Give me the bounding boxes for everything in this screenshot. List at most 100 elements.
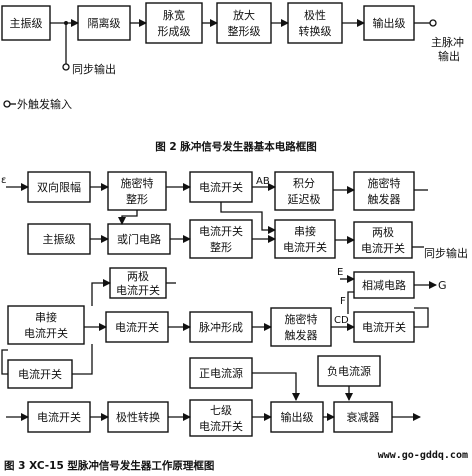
svg-text:极性: 极性 (304, 8, 326, 22)
fig3-output-block: 输出级 (270, 401, 324, 433)
fig3-schmitt-shape-block: 施密特 整形 (107, 171, 167, 211)
svg-text:施密特: 施密特 (368, 176, 401, 190)
fig3-label-cd: CD (334, 315, 349, 326)
svg-text:隔离级: 隔离级 (88, 16, 121, 30)
svg-text:脉宽: 脉宽 (163, 8, 185, 22)
fig3-wire-schmitt-to-or (118, 210, 138, 225)
fig3-label-f: F (340, 296, 346, 307)
fig2-sync-node (64, 21, 68, 25)
fig3-current-switch-left-small-block: 电流开关 (7, 359, 73, 389)
svg-text:施密特: 施密特 (121, 176, 154, 190)
fig2-isolation-block: 隔离级 (77, 5, 131, 41)
fig2-caption: 图 2 脉冲信号发生器基本电路框图 (155, 140, 317, 153)
svg-text:输出级: 输出级 (281, 410, 314, 424)
svg-text:积分: 积分 (293, 177, 315, 190)
fig3-wire-left-small-loop (1, 349, 8, 375)
fig3-attenuator-block: 衰减器 (333, 401, 393, 433)
svg-text:相减电路: 相减电路 (362, 279, 406, 292)
fig3-bidir-limit-block: 双向限幅 (27, 171, 91, 203)
fig3-current-switch-1-block: 电流开关 (189, 171, 253, 203)
fig3-wire-pos-to-output (252, 372, 300, 401)
fig3-wire-f (347, 291, 354, 314)
fig2-main-osc-block: 主振级 (1, 5, 51, 41)
svg-text:电流开关: 电流开关 (361, 241, 405, 255)
fig2-ext-trigger-terminal (3, 100, 11, 108)
svg-text:放大: 放大 (233, 8, 255, 22)
fig3-label-g: G (438, 279, 447, 292)
fig3-or-gate-block: 或门电路 (107, 223, 171, 255)
fig2-main-out-terminal (429, 19, 437, 27)
svg-text:整形级: 整形级 (228, 24, 261, 38)
fig2-amplify-block: 放大 整形级 (216, 2, 272, 44)
svg-text:极性转换: 极性转换 (116, 410, 160, 424)
fig3-caption: 图 3 XC-15 型脉冲信号发生器工作原理框图 (4, 459, 214, 472)
svg-text:转换级: 转换级 (299, 24, 332, 38)
svg-text:输出级: 输出级 (373, 16, 406, 30)
svg-text:串接: 串接 (35, 311, 57, 324)
fig2-main-pulse-out-label-2: 输出 (438, 49, 460, 63)
fig3-label-e: E (337, 267, 343, 278)
fig2-output-block: 输出级 (363, 5, 415, 41)
svg-text:电流开关: 电流开关 (24, 326, 68, 340)
fig3-polarity-block: 极性转换 (107, 401, 169, 433)
svg-text:延迟极: 延迟极 (288, 192, 321, 206)
fig3-wire-cs1-to-series (220, 202, 276, 234)
fig3-series-left-block: 串接 电流开关 (7, 305, 85, 345)
svg-text:电流开关: 电流开关 (37, 410, 81, 424)
svg-text:电流开关: 电流开关 (362, 320, 406, 334)
svg-text:负电流源: 负电流源 (327, 364, 371, 378)
fig3-two-pole-top-block: 两极 电流开关 (109, 267, 167, 299)
fig3-integral-delay-block: 积分 延迟极 (274, 171, 334, 211)
fig3-group: ε 双向限幅 施密特 整形 电流开关 积分 延迟极 施密特 触发器 AB (1, 171, 468, 472)
fig3-current-switch-bottom-block: 电流开关 (27, 401, 91, 433)
svg-text:串接: 串接 (294, 225, 316, 238)
svg-text:形成级: 形成级 (158, 25, 191, 38)
fig3-pulse-form-block: 脉冲形成 (189, 311, 253, 343)
fig3-main-osc-block: 主振级 (27, 223, 91, 255)
fig2-sync-out-label: 同步输出 (72, 62, 116, 76)
fig2-group: 主振级 隔离级 脉宽 形成级 放大 整形级 极性 转换级 输出级 (1, 2, 464, 153)
fig3-wire-left-small-up (72, 344, 93, 375)
svg-text:或门电路: 或门电路 (117, 232, 161, 246)
svg-text:电流开关: 电流开关 (199, 419, 243, 433)
fig2-pulse-width-block: 脉宽 形成级 (145, 2, 203, 44)
fig3-current-switch-mid-block: 电流开关 (105, 311, 169, 343)
svg-text:电流开关: 电流开关 (283, 240, 327, 254)
fig3-current-switch-shape-block: 电流开关 整形 (189, 219, 253, 259)
svg-text:两极: 两极 (372, 225, 394, 239)
svg-text:电流开关: 电流开关 (115, 320, 159, 334)
fig3-schmitt-trigger-b-block: 施密特 触发器 (270, 307, 332, 347)
svg-text:电流开关: 电流开关 (199, 224, 243, 238)
fig3-wire-to-two-pole-top (91, 279, 111, 306)
fig3-series-switch-block: 串接 电流开关 (274, 219, 336, 259)
svg-text:双向限幅: 双向限幅 (37, 180, 81, 194)
svg-text:电流开关: 电流开关 (116, 283, 160, 297)
fig3-current-switch-right-block: 电流开关 (353, 311, 415, 343)
svg-text:脉冲形成: 脉冲形成 (199, 320, 243, 334)
fig3-label-ab: AB (256, 176, 270, 187)
fig3-neg-source-block: 负电流源 (317, 355, 381, 387)
fig3-sync-out-label: 同步输出 (424, 246, 468, 260)
svg-text:施密特: 施密特 (285, 312, 318, 326)
fig3-seven-stage-switch-block: 七级 电流开关 (189, 399, 253, 437)
fig3-schmitt-trigger-block: 施密特 触发器 (353, 171, 415, 211)
svg-text:正电流源: 正电流源 (199, 366, 243, 380)
svg-text:电流开关: 电流开关 (199, 180, 243, 194)
svg-text:触发器: 触发器 (285, 328, 318, 342)
svg-text:触发器: 触发器 (368, 192, 401, 206)
fig2-sync-terminal (62, 63, 70, 71)
fig2-main-pulse-out-label: 主脉冲 (431, 35, 464, 49)
svg-text:整形: 整形 (210, 240, 232, 254)
svg-text:整形: 整形 (126, 192, 148, 206)
fig3-two-pole-switch-block: 两极 电流开关 (353, 221, 413, 259)
svg-text:两极: 两极 (127, 269, 149, 283)
fig2-ext-trigger-label: 外触发输入 (17, 97, 72, 111)
fig2-polarity-block: 极性 转换级 (287, 2, 343, 44)
svg-text:衰减器: 衰减器 (347, 410, 380, 424)
fig3-left-mark: ε (1, 175, 6, 186)
fig3-wire-right-loop (414, 307, 429, 328)
watermark-url: www.go-gddq.com (378, 450, 468, 461)
fig3-subtract-block: 相减电路 (353, 271, 415, 299)
